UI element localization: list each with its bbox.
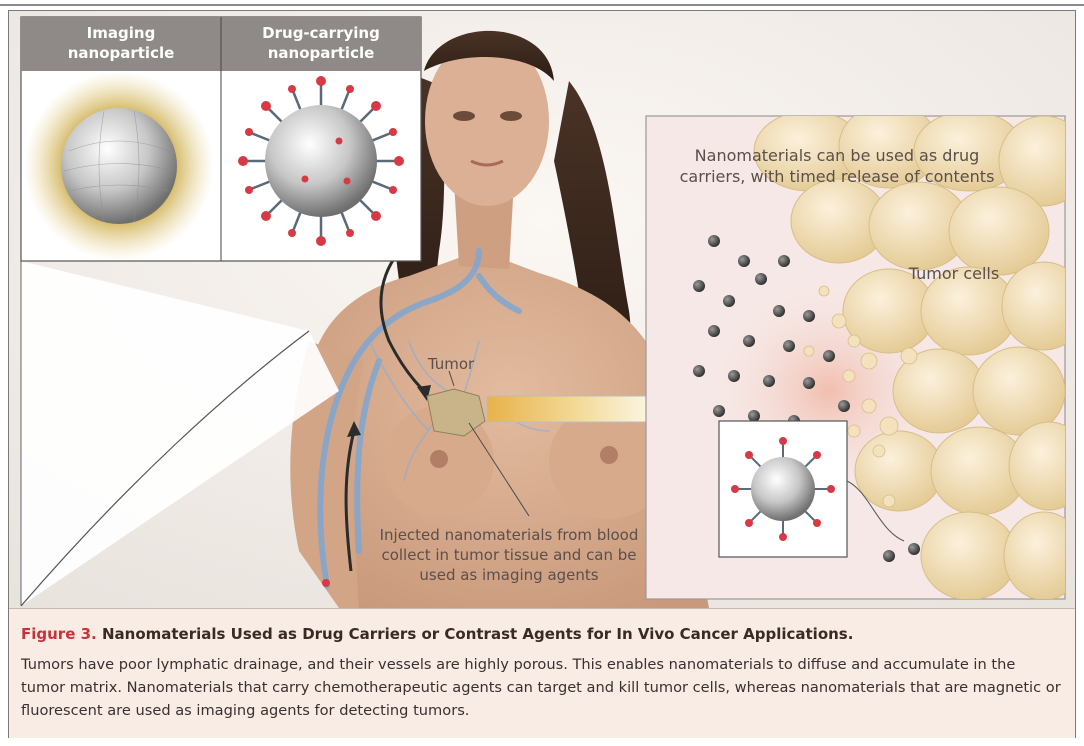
injection-point (322, 579, 330, 587)
injected-label-line3: used as imaging agents (419, 566, 598, 584)
tumor-label: Tumor (427, 355, 475, 373)
figure-title: Nanomaterials Used as Drug Carriers or C… (102, 625, 853, 643)
figure-caption-body: Tumors have poor lymphatic drainage, and… (21, 653, 1061, 722)
drug-carriers-label-line2: carriers, with timed release of contents (680, 167, 995, 186)
figure-number: Figure 3. (21, 625, 97, 643)
figure-illustration: Imaging nanoparticle Drug-carrying nanop… (9, 11, 1075, 608)
top-rule (0, 4, 1084, 6)
inset-right-title-line2: nanoparticle (268, 44, 375, 62)
injected-label-line1: Injected nanomaterials from blood (380, 526, 639, 544)
caption-area: Figure 3. Nanomaterials Used as Drug Car… (9, 608, 1075, 738)
figure-heading: Figure 3. Nanomaterials Used as Drug Car… (21, 625, 853, 643)
injected-label-line2: collect in tumor tissue and can be (381, 546, 636, 564)
tumor-cells-label: Tumor cells (908, 264, 999, 283)
inset-left-title-line1: Imaging (87, 24, 156, 42)
drug-carriers-label-line1: Nanomaterials can be used as drug (695, 146, 980, 165)
inset-right-title-line1: Drug-carrying (262, 24, 380, 42)
inset-left-title-line2: nanoparticle (68, 44, 175, 62)
